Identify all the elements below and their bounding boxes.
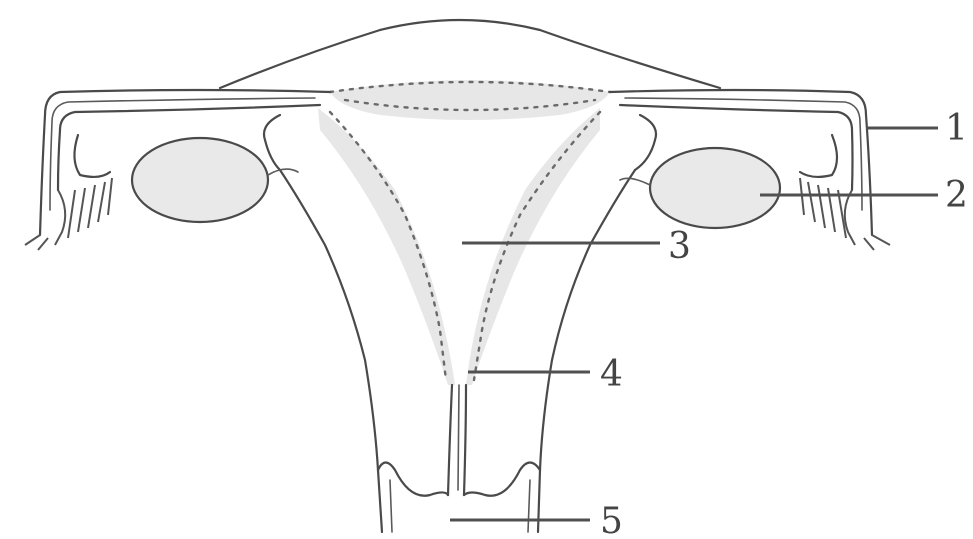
label-5: 5 xyxy=(600,501,623,539)
label-4: 4 xyxy=(600,354,623,395)
vagina-right-fornix xyxy=(464,463,540,496)
cervical-canal-right xyxy=(464,385,466,495)
left-ovary xyxy=(132,138,268,222)
vagina-left-inner xyxy=(390,480,392,532)
vagina-left-wall xyxy=(378,470,382,532)
left-tube-lower2 xyxy=(74,135,110,177)
vagina-right-inner xyxy=(528,480,530,532)
right-ovarian-ligament xyxy=(620,178,650,185)
label-3: 3 xyxy=(668,226,691,267)
cervical-canal-left xyxy=(448,385,452,495)
uterus-right-wall xyxy=(540,170,635,470)
endometrium-right xyxy=(466,108,600,385)
right-tube-lower xyxy=(635,115,656,170)
left-fimbriae xyxy=(25,178,112,250)
vagina-right-wall xyxy=(538,470,540,532)
uterus-fundus-outline xyxy=(220,20,720,88)
right-ovary xyxy=(650,148,780,228)
uterus-left-wall xyxy=(280,170,378,470)
vagina-left-fornix xyxy=(378,463,448,496)
cervical-canal-inner xyxy=(458,385,459,490)
right-tube-lower2 xyxy=(800,135,837,177)
right-fimbriae xyxy=(800,178,890,250)
label-2: 2 xyxy=(945,175,968,216)
endometrium-left xyxy=(318,108,455,385)
label-1: 1 xyxy=(945,108,968,149)
left-tube-lower xyxy=(264,115,280,170)
